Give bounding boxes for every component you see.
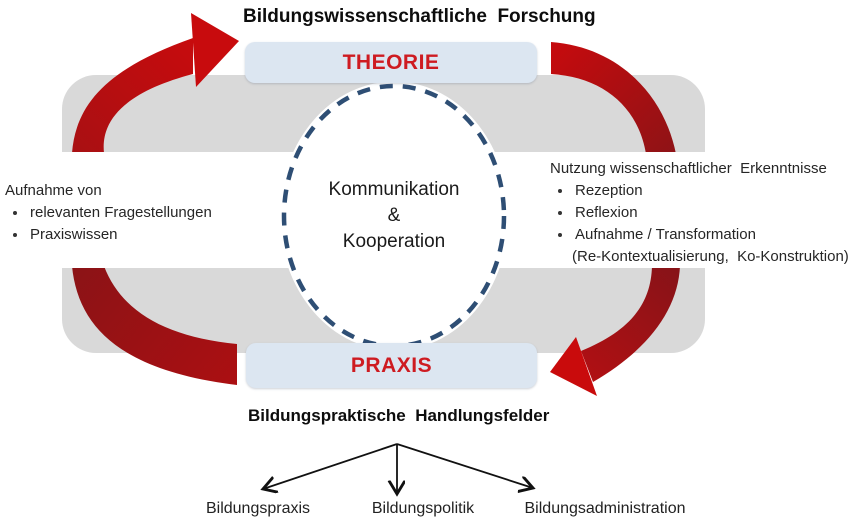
center-text: Kommunikation & Kooperation <box>294 177 494 255</box>
right-panel-heading: Nutzung wissenschaftlicher Erkenntnisse <box>550 160 827 177</box>
right-panel-list: Rezeption Reflexion Aufnahme / Transform… <box>550 180 860 246</box>
practice-label: PRAXIS <box>350 353 433 377</box>
field-label-bildungspolitik: Bildungspolitik <box>371 500 475 517</box>
theory-box: THEORIE <box>245 42 537 83</box>
theory-label: THEORIE <box>342 50 440 74</box>
right-panel-bullet-3-note: (Re-Kontextualisierung, Ko-Konstruktion) <box>572 248 849 265</box>
left-panel-bullet-2: Praxiswissen <box>28 224 265 246</box>
left-panel-bullet-1: relevanten Fragestellungen <box>28 202 265 224</box>
right-panel-bullet-3: Aufnahme / Transformation <box>573 224 860 246</box>
fan-arrow-right <box>396 443 533 488</box>
top-title: Bildungswissenschaftliche Forschung <box>243 6 596 27</box>
right-panel: Nutzung wissenschaftlicher Erkenntnisse … <box>550 158 860 268</box>
bottom-title: Bildungspraktische Handlungsfelder <box>248 406 550 425</box>
field-label-bildungsadministration: Bildungsadministration <box>524 500 686 517</box>
center-text-line2: & <box>387 205 401 226</box>
center-text-line1: Kommunikation <box>328 179 460 200</box>
right-panel-bullet-2: Reflexion <box>573 202 860 224</box>
fan-arrow-left <box>263 443 398 489</box>
left-panel-heading: Aufnahme von <box>5 182 102 199</box>
fan-arrows <box>263 443 533 494</box>
practice-box: PRAXIS <box>246 343 537 388</box>
right-panel-bullet-1: Rezeption <box>573 180 860 202</box>
field-label-bildungspraxis: Bildungspraxis <box>205 500 311 517</box>
left-panel: Aufnahme von relevanten Fragestellungen … <box>5 180 265 246</box>
center-text-line3: Kooperation <box>342 231 446 252</box>
left-panel-list: relevanten Fragestellungen Praxiswissen <box>5 202 265 246</box>
